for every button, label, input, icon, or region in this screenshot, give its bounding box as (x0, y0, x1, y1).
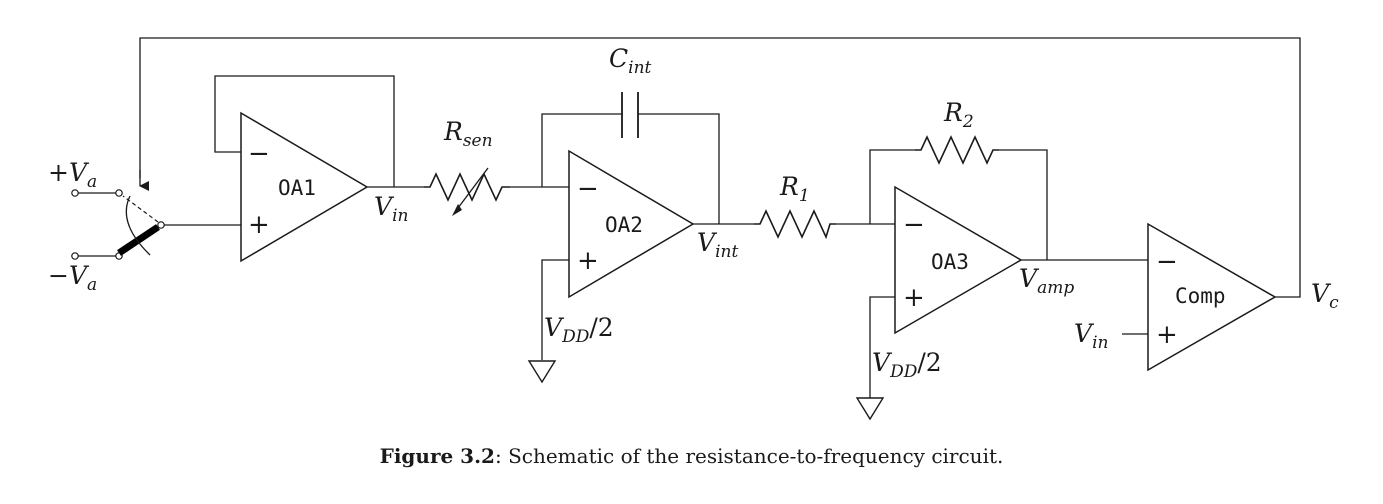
oa1-minus-sign: − (248, 139, 270, 169)
switch-contact-top (115, 189, 123, 197)
oa2-label: OA2 (605, 213, 643, 237)
cint-capacitor (621, 92, 639, 138)
oa3-minus-sign: − (903, 210, 925, 240)
label-plus-va: +Va (48, 158, 97, 192)
label-minus-va: −Va (48, 261, 97, 295)
label-r1: R1 (779, 172, 810, 206)
r2-resistor (915, 135, 999, 165)
label-vdd-oa2: VDD/2 (544, 313, 614, 347)
oa1-plus-sign: + (248, 210, 270, 240)
oa3: − + OA3 (894, 185, 1023, 335)
switch-blade (117, 224, 160, 256)
figure-caption-text: : Schematic of the resistance-to-frequen… (494, 444, 1004, 468)
label-vc: Vc (1311, 279, 1339, 313)
input-switch (71, 189, 165, 260)
comp-plus-sign: + (1156, 320, 1178, 350)
label-cint: Cint (609, 44, 652, 78)
oa1-triangle (240, 111, 369, 263)
ground-icon-oa2 (527, 360, 557, 384)
cint-left-wire (541, 113, 622, 187)
figure-caption: Figure 3.2: Schematic of the resistance-… (0, 444, 1383, 468)
oa2-minus-sign: − (577, 174, 599, 204)
va-minus-terminal (71, 252, 79, 260)
r1-resistor (754, 209, 836, 240)
rsen-variable-arrow (454, 167, 489, 213)
switch-pivot (157, 221, 165, 229)
r2-left-wire (869, 149, 915, 224)
rsen-resistor (424, 167, 510, 216)
oa1-feedback-wire (214, 75, 395, 187)
label-vdd-oa3: VDD/2 (872, 348, 942, 382)
oa1: − + OA1 (240, 111, 369, 263)
figure-number: Figure 3.2 (379, 444, 495, 468)
comp-triangle (1147, 222, 1277, 372)
oa2-plus-sign: + (577, 246, 599, 276)
feedback-wire (139, 37, 1301, 298)
label-r2: R2 (943, 98, 974, 132)
oa2: − + OA2 (568, 149, 695, 299)
label-vint: Vint (697, 228, 738, 262)
label-rsen: Rsen (443, 117, 493, 151)
va-plus-terminal (71, 189, 79, 197)
ground-icon-oa3 (855, 397, 885, 421)
label-vamp: Vamp (1019, 264, 1074, 298)
cint-right-wire (638, 113, 720, 224)
oa1-label: OA1 (278, 176, 316, 200)
oa2-plus-wire (541, 259, 569, 360)
wires (78, 37, 1301, 398)
switch-arc (125, 195, 151, 256)
comparator: − + Comp (1147, 222, 1277, 372)
oa3-triangle (894, 185, 1023, 335)
oa3-plus-wire (869, 296, 895, 398)
r2-right-wire (999, 149, 1048, 260)
oa3-plus-sign: + (903, 283, 925, 313)
label-vin-comp: Vin (1074, 319, 1108, 353)
comp-label: Comp (1175, 284, 1226, 308)
oa3-label: OA3 (931, 250, 969, 274)
oa2-triangle (568, 149, 695, 299)
comp-minus-sign: − (1156, 247, 1178, 277)
label-vin: Vin (374, 192, 408, 226)
